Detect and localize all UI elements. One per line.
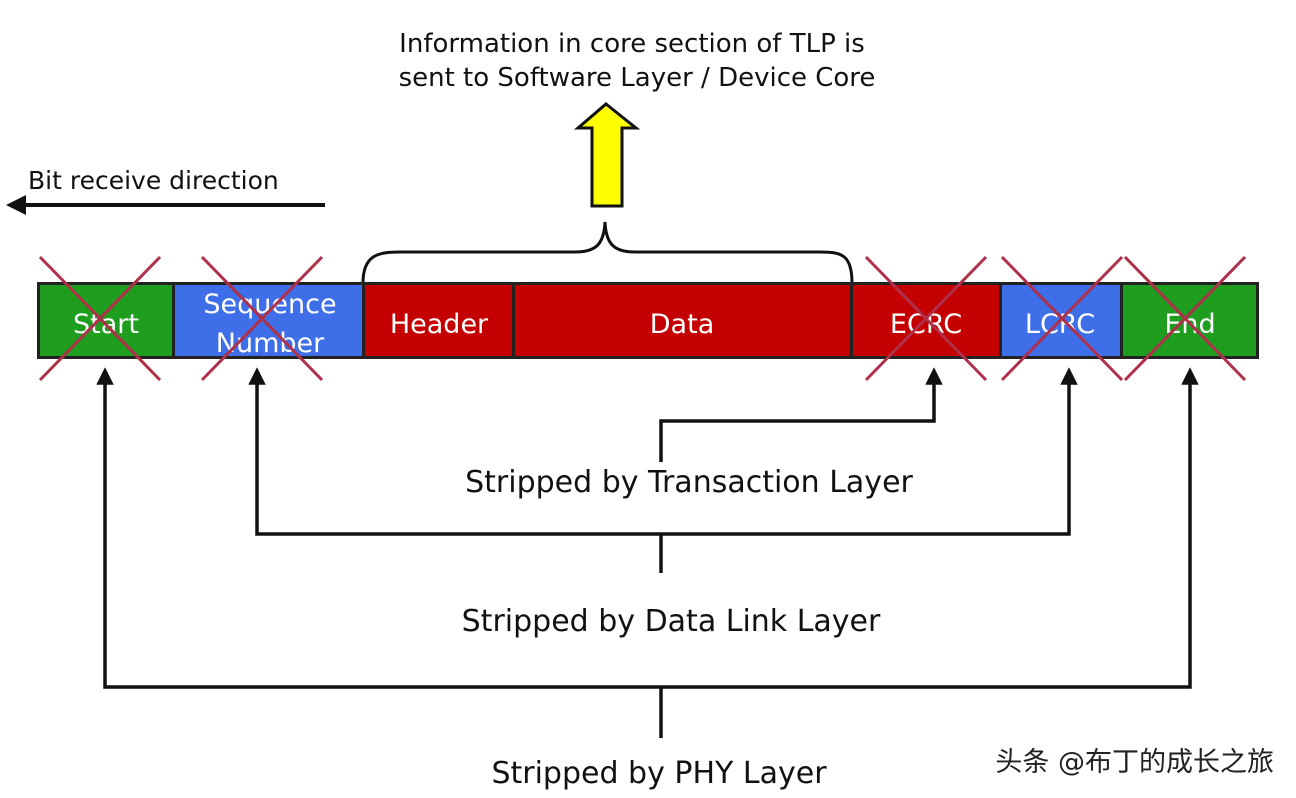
segment-sequence-number: Sequence Number [175,285,362,359]
segment-sequence-label-2: Number [216,328,325,359]
segment-sequence-number-box [175,285,362,356]
cross-lcrc [1000,255,1124,382]
direction-label: Bit receive direction [28,166,279,195]
data-link-connector-right [661,367,1078,536]
segment-data: Data [515,285,850,356]
strip-crosses [38,255,1247,382]
segment-header: Header [365,285,512,356]
segment-sequence-label-1: Sequence [203,289,336,320]
cross-sequence-number [200,255,324,382]
data-link-connector-left [248,367,661,536]
core-brace [361,221,854,284]
segment-header-label: Header [390,309,489,340]
segment-end-box [1123,285,1256,356]
packet-bar: Start Sequence Number Header Data ECRC L… [37,282,1259,359]
core-up-arrow [573,102,641,208]
segment-ecrc-label: ECRC [890,309,962,340]
segment-data-box [515,285,850,356]
segment-end: End [1123,285,1256,356]
watermark: 头条 @布丁的成长之旅 [995,747,1274,778]
transaction-connector [659,367,943,462]
phy-connector-left [96,367,661,689]
stripped-data-link-label: Stripped by Data Link Layer [462,604,881,639]
segment-start: Start [40,285,172,356]
phy-connector-right [661,367,1199,689]
title-line-1: Information in core section of TLP is [399,29,865,59]
segment-header-box [365,285,512,356]
cross-start [38,255,162,382]
stripped-phy-label: Stripped by PHY Layer [491,756,827,791]
segment-start-box [40,285,172,356]
segment-lcrc-label: LCRC [1025,309,1095,340]
cross-ecrc [864,255,988,382]
segment-data-label: Data [650,309,714,340]
stripped-transaction-label: Stripped by Transaction Layer [465,465,913,500]
title-line-2: sent to Software Layer / Device Core [399,63,876,93]
cross-end [1123,255,1247,382]
